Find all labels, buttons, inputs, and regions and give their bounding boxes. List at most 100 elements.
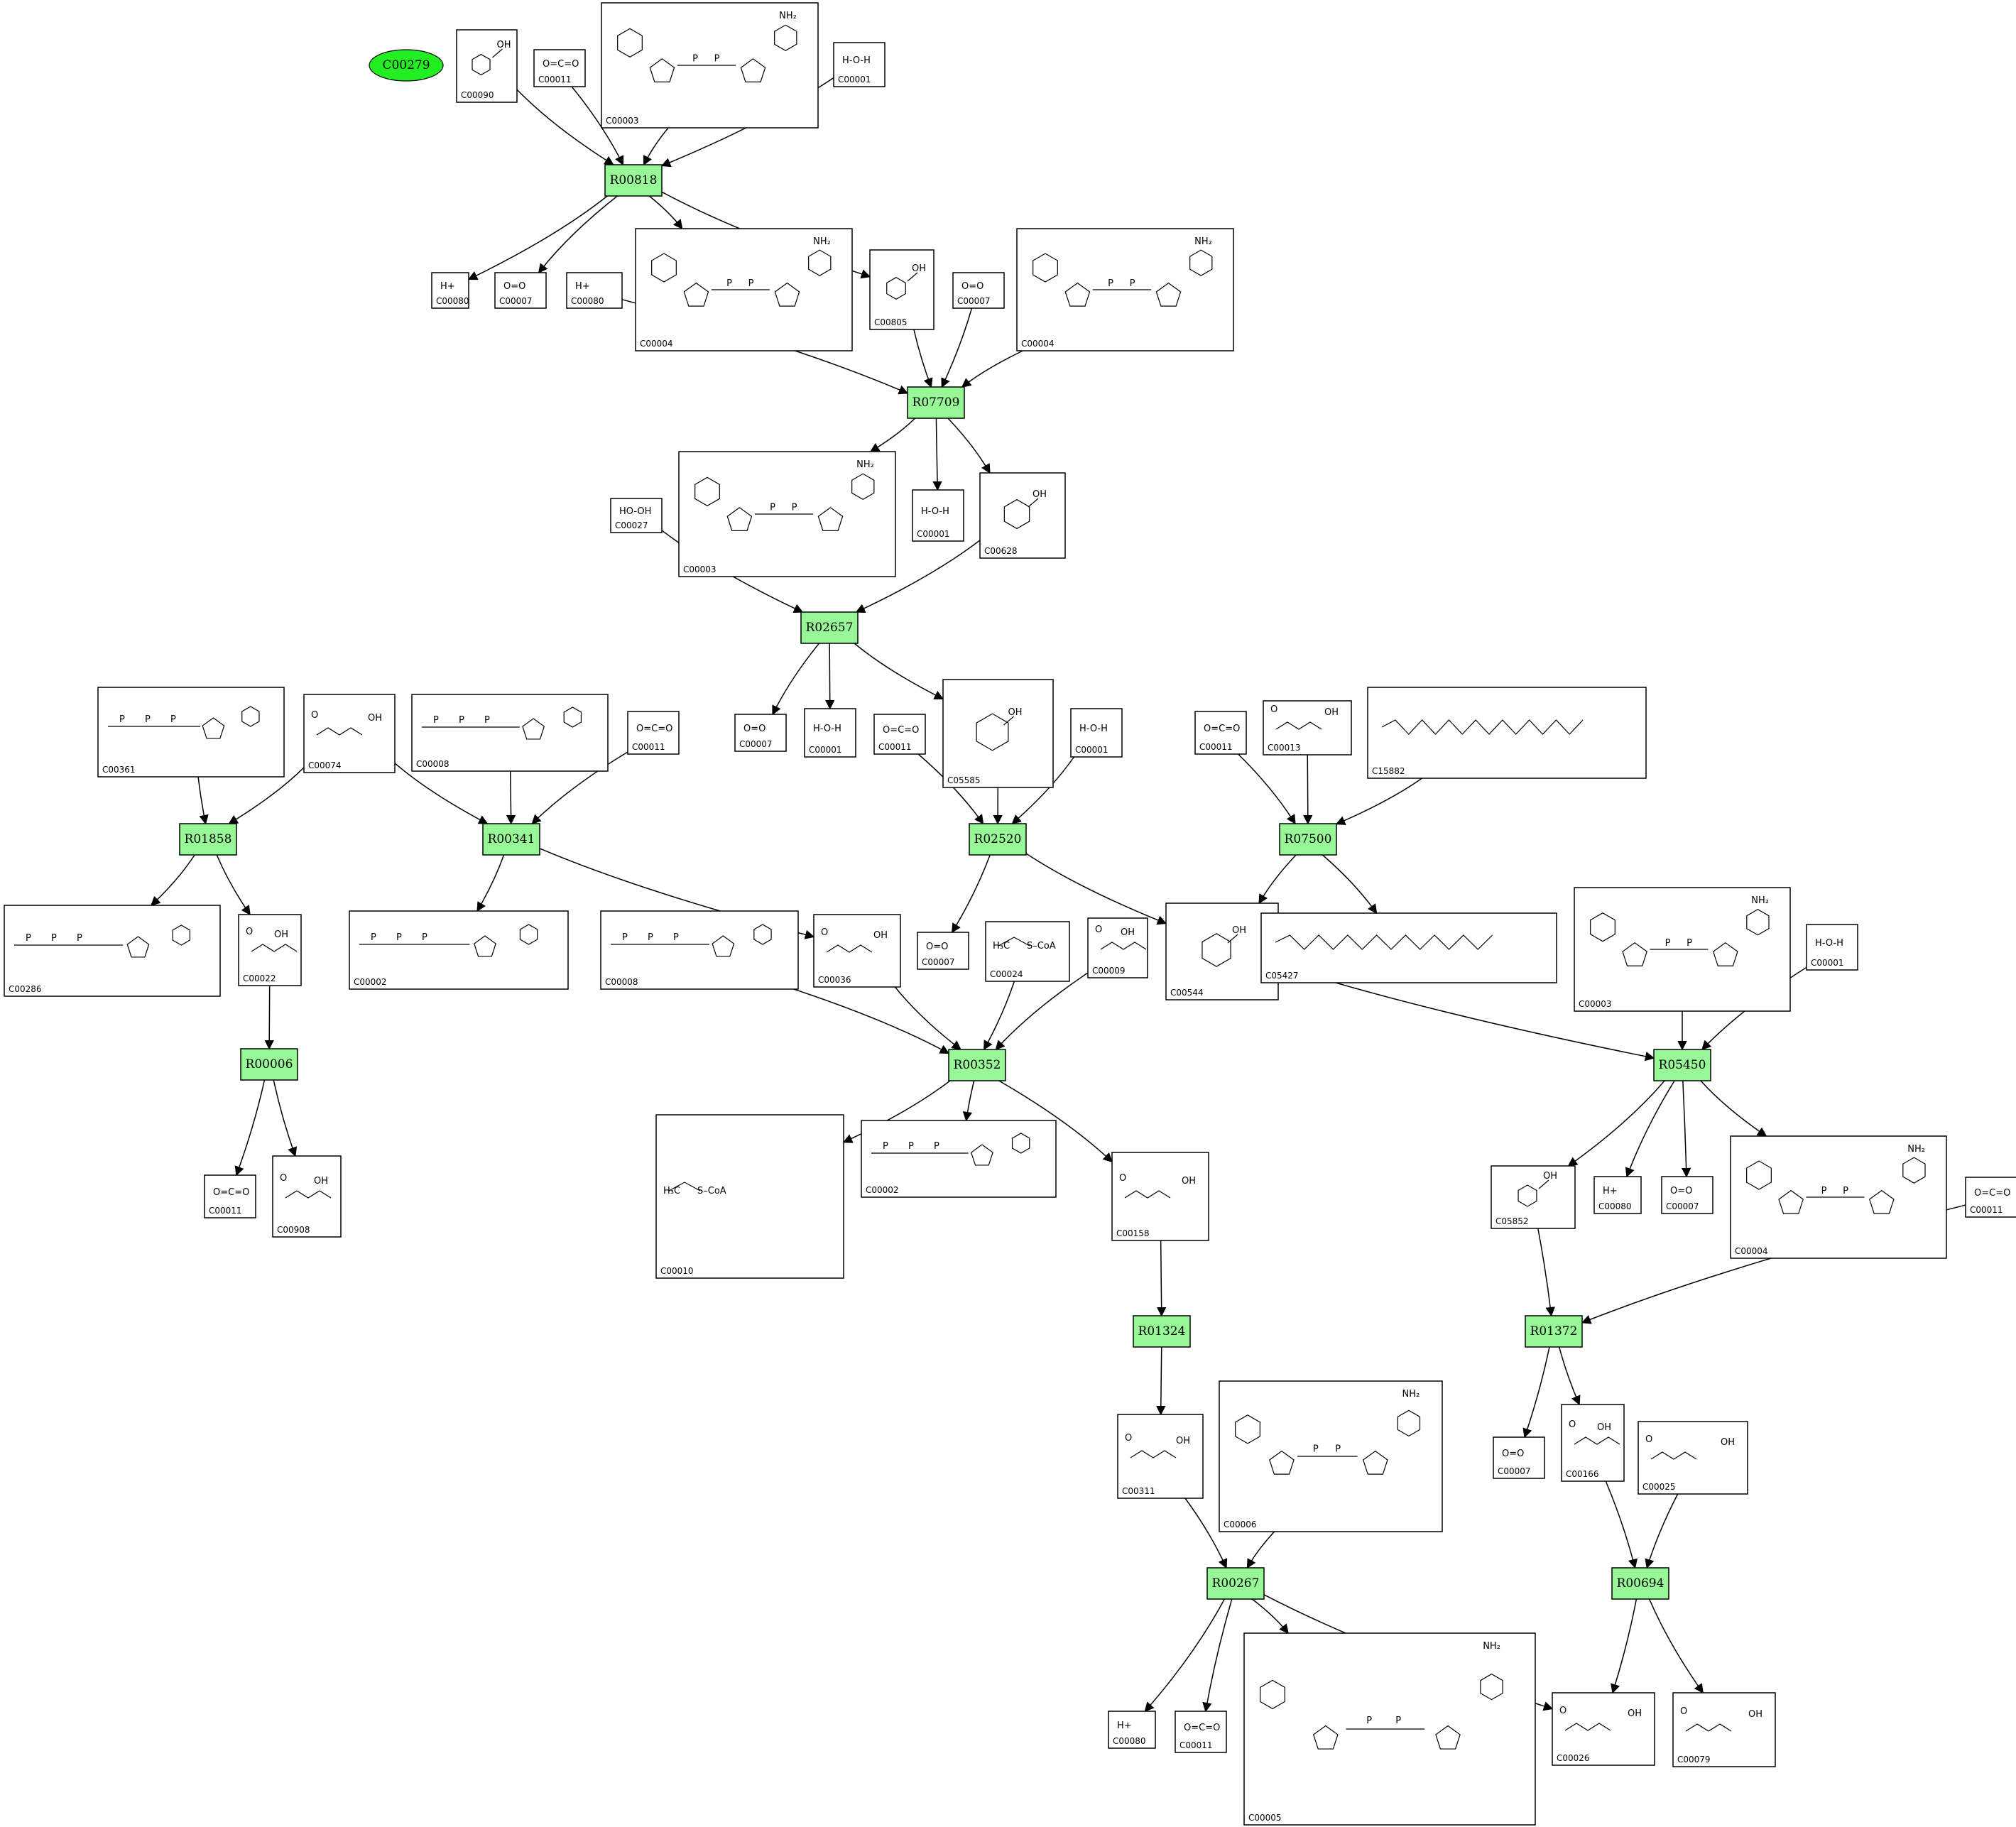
- svg-text:P: P: [1665, 938, 1671, 949]
- svg-text:O: O: [1125, 1433, 1132, 1444]
- reaction-node[interactable]: R00006: [240, 1048, 298, 1081]
- edge-arrow: [941, 307, 973, 388]
- compound-id: C00166: [1566, 1469, 1599, 1479]
- svg-text:OH: OH: [1324, 707, 1339, 718]
- reaction-node[interactable]: R02657: [800, 611, 859, 644]
- reaction-label: R00006: [246, 1057, 293, 1071]
- compound-formula: H+: [1603, 1186, 1618, 1196]
- compound-id: C00628: [984, 546, 1018, 556]
- compound-id: C00003: [606, 116, 639, 126]
- svg-text:P: P: [1313, 1444, 1319, 1455]
- compound-id: C00311: [1122, 1486, 1155, 1496]
- svg-text:P: P: [170, 714, 176, 725]
- compound-id: C00286: [9, 984, 42, 994]
- svg-text:NH₂: NH₂: [856, 459, 874, 470]
- svg-text:P: P: [371, 932, 376, 943]
- edges: [151, 77, 1966, 1713]
- edge-arrow: [1700, 1080, 1767, 1137]
- reaction-node[interactable]: R07709: [907, 386, 965, 419]
- compound-formula: O=C=O: [1204, 724, 1240, 734]
- svg-text:NH₂: NH₂: [1194, 236, 1212, 247]
- edge-arrow: [1011, 756, 1075, 824]
- edge-arrow: [1611, 1598, 1638, 1694]
- compound-id: C00009: [1092, 966, 1126, 976]
- reaction-node[interactable]: R00267: [1206, 1567, 1265, 1600]
- edge-arrow: [273, 1079, 298, 1157]
- edge-arrow: [1202, 1598, 1233, 1713]
- compound-id: C00006: [1224, 1520, 1257, 1529]
- reaction-node[interactable]: R05450: [1653, 1049, 1711, 1081]
- compound-formula: O=C=O: [636, 724, 672, 734]
- compound-id: C00544: [1170, 988, 1204, 998]
- svg-text:O: O: [1119, 1173, 1126, 1184]
- svg-text:P: P: [622, 932, 628, 943]
- svg-text:P: P: [51, 933, 57, 944]
- edge-arrow: [1605, 1480, 1638, 1569]
- compound-id: C00007: [957, 296, 991, 306]
- svg-text:OH: OH: [1121, 927, 1135, 938]
- svg-text:P: P: [396, 932, 402, 943]
- reaction-node[interactable]: R00341: [482, 823, 540, 856]
- edge-arrow: [984, 981, 1015, 1051]
- edge-arrow: [1156, 1346, 1166, 1416]
- start-compound-node[interactable]: C00279: [369, 49, 444, 82]
- compound-id: C00008: [605, 977, 638, 987]
- edge-arrow: [995, 972, 1089, 1050]
- reaction-label: R00352: [954, 1058, 1001, 1072]
- compound-id: C00080: [436, 296, 469, 306]
- reaction-label: R00341: [488, 832, 535, 846]
- svg-text:OH: OH: [1543, 1171, 1557, 1182]
- compound-formula: H+: [575, 281, 590, 292]
- compound-id: C00079: [1677, 1755, 1711, 1765]
- compound-box: C15882: [1367, 687, 1647, 779]
- compound-formula: O=C=O: [1974, 1188, 2010, 1199]
- svg-text:P: P: [883, 1141, 888, 1152]
- compound-id: C00007: [499, 296, 533, 306]
- reaction-node[interactable]: R02520: [969, 823, 1027, 856]
- reaction-node[interactable]: R07500: [1279, 823, 1337, 856]
- edge-arrow: [216, 854, 251, 916]
- edge-arrow: [1144, 1598, 1226, 1713]
- reaction-node[interactable]: R00694: [1611, 1567, 1669, 1600]
- edge-arrow: [516, 89, 614, 165]
- svg-text:H₃C: H₃C: [993, 941, 1010, 951]
- reaction-label: R07709: [912, 396, 960, 410]
- compound-id: C05585: [947, 775, 981, 785]
- edge-arrow: [1251, 1598, 1289, 1635]
- edge-arrow: [842, 1080, 951, 1143]
- edge-arrow: [1567, 1080, 1665, 1167]
- reaction-node[interactable]: R00352: [948, 1049, 1006, 1081]
- reaction-node[interactable]: R01324: [1133, 1315, 1191, 1348]
- reaction-node[interactable]: R01858: [179, 823, 237, 856]
- reaction-node[interactable]: R01372: [1525, 1315, 1583, 1348]
- edge-arrow: [1558, 1346, 1581, 1406]
- compound-id: C00361: [102, 765, 136, 775]
- svg-text:S–CoA: S–CoA: [1027, 941, 1056, 951]
- edge-arrow: [854, 643, 944, 700]
- edge-arrow: [228, 767, 305, 824]
- compound-id: C00001: [809, 745, 842, 755]
- compound-formula: O=O: [926, 942, 948, 952]
- svg-text:O: O: [246, 927, 253, 937]
- svg-text:P: P: [459, 715, 464, 726]
- compound-id: C00027: [615, 520, 648, 530]
- compound-box: H+C00080: [1108, 1711, 1156, 1749]
- svg-text:NH₂: NH₂: [1751, 895, 1769, 906]
- reaction-node[interactable]: R00818: [604, 164, 663, 197]
- svg-text:P: P: [422, 932, 427, 943]
